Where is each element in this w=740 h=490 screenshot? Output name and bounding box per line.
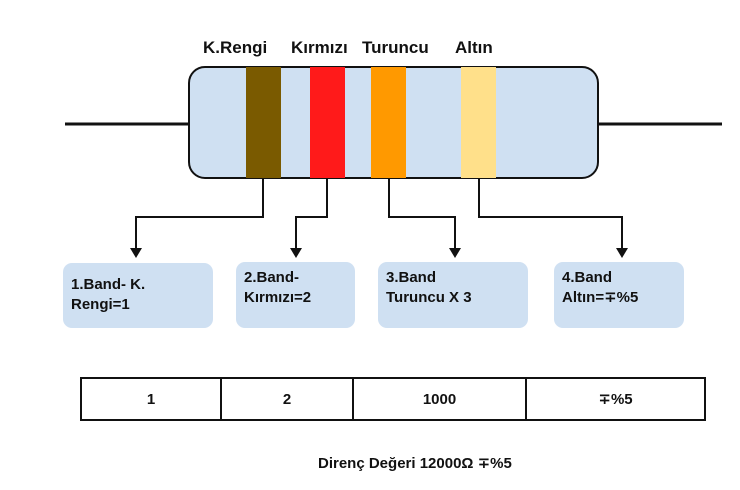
table-cell: ∓%5 bbox=[525, 377, 706, 421]
arrow-band-2 bbox=[295, 178, 328, 250]
band-3 bbox=[371, 67, 406, 178]
info-box-band-4: 4.Band Altın=∓%5 bbox=[554, 262, 684, 328]
info-box-line: 3.Band bbox=[386, 269, 437, 286]
info-box-line: Rengi=1 bbox=[71, 296, 130, 313]
info-box-line: 1.Band- K. bbox=[71, 276, 146, 293]
arrowhead-2 bbox=[290, 248, 302, 258]
arrow-band-4 bbox=[478, 178, 623, 250]
band-2 bbox=[310, 67, 345, 178]
arrowhead-3 bbox=[449, 248, 461, 258]
arrow-band-3 bbox=[388, 178, 456, 250]
table-row: 1 2 1000 ∓%5 bbox=[80, 377, 706, 421]
info-box-band-3: 3.Band Turuncu X 3 bbox=[378, 262, 528, 328]
info-box-line: 4.Band bbox=[562, 269, 613, 286]
band-1 bbox=[246, 67, 281, 178]
info-box-line: Kırmızı=2 bbox=[244, 289, 312, 306]
band-label-3: Turuncu bbox=[362, 38, 429, 57]
info-box-band-1: 1.Band- K. Rengi=1 bbox=[63, 263, 213, 328]
values-table: 1 2 1000 ∓%5 bbox=[80, 377, 706, 421]
table-cell: 2 bbox=[220, 377, 354, 421]
table-cell: 1 bbox=[80, 377, 222, 421]
arrow-band-1 bbox=[135, 178, 264, 250]
arrowhead-1 bbox=[130, 248, 142, 258]
info-box-line: 2.Band- bbox=[244, 269, 300, 286]
info-box-line: Altın=∓%5 bbox=[562, 289, 639, 306]
band-label-4: Altın bbox=[455, 38, 493, 57]
band-4 bbox=[461, 67, 496, 178]
arrowhead-4 bbox=[616, 248, 628, 258]
table-cell: 1000 bbox=[352, 377, 527, 421]
info-box-band-2: 2.Band- Kırmızı=2 bbox=[236, 262, 355, 328]
band-label-2: Kırmızı bbox=[291, 38, 348, 57]
info-box-line: Turuncu X 3 bbox=[386, 289, 472, 306]
resistance-result: Direnç Değeri 12000Ω ∓%5 bbox=[318, 455, 512, 472]
band-label-1: K.Rengi bbox=[203, 38, 268, 57]
